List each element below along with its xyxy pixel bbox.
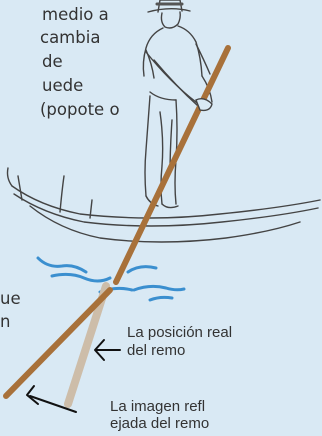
gondola-hull [6,167,321,243]
text-line-5: (popote o [40,100,120,119]
reflection-arrow [26,385,77,413]
text-line-3: de [42,52,63,71]
text-line-7: n [0,312,11,331]
oar-shaft [113,45,231,285]
real-oar-arrow [94,339,121,361]
real-oar-label-line1: La posición real [127,324,233,341]
gondolier-hand [195,97,213,112]
real-oar-label-line2: del remo [127,342,186,359]
oar-submerged [3,287,113,399]
text-line-1: medio a [42,5,109,24]
oar-reflection [64,282,110,408]
reflection-label-line1: La imagen refl [110,398,206,415]
text-line-2: cambia [40,28,101,47]
text-line-4: uede [42,76,84,95]
water-surface [36,256,186,302]
text-line-6: ue [0,289,21,308]
reflection-label-line2: ejada del remo [110,415,210,432]
